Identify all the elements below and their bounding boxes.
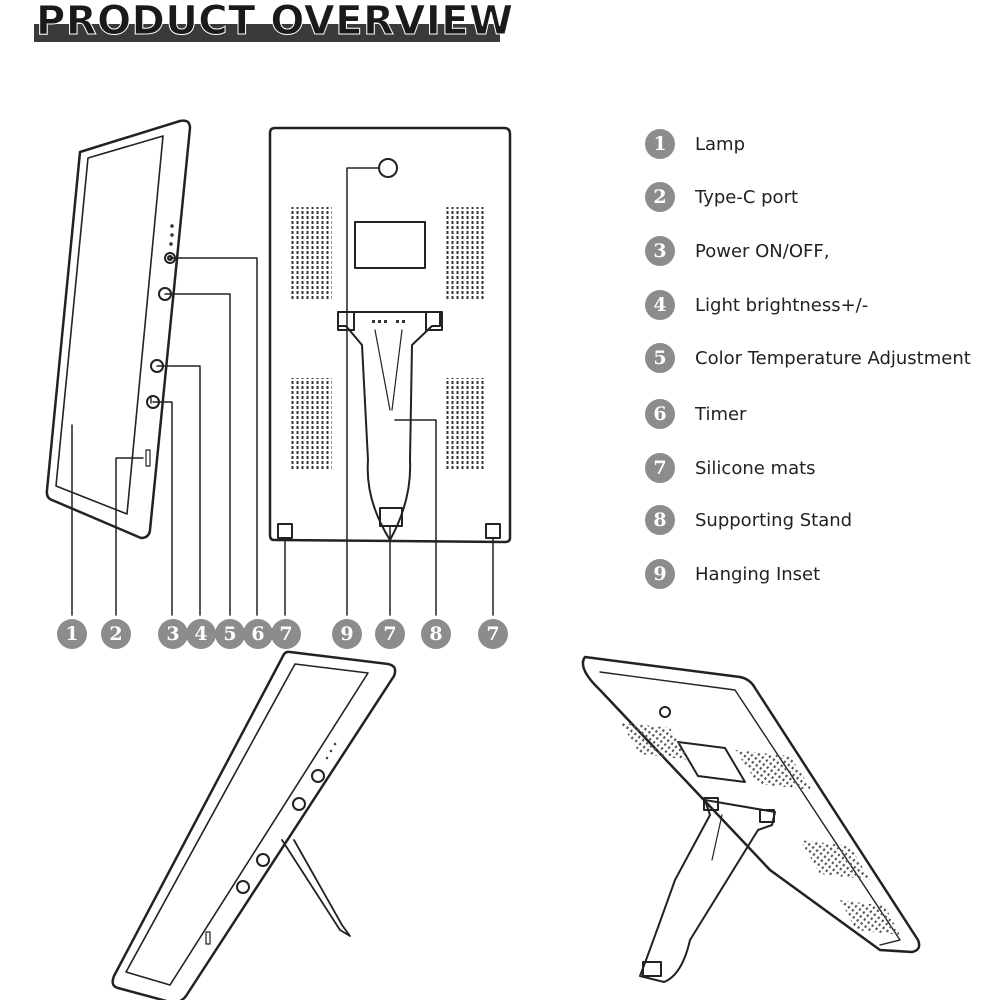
callout-badge: 5 xyxy=(215,619,245,649)
legend-label: Lamp xyxy=(695,133,746,155)
legend-label: Timer xyxy=(695,403,747,425)
callout-badge: 2 xyxy=(101,619,131,649)
legend-number-badge: 7 xyxy=(645,453,675,483)
callout-badge: 4 xyxy=(186,619,216,649)
front-side-view xyxy=(45,119,258,616)
legend-item: 3 Power ON/OFF, xyxy=(645,235,829,267)
legend-item: 7 Silicone mats xyxy=(645,452,816,484)
title-text: PRODUCT OVERVIEW xyxy=(36,0,514,45)
type-c-port-icon xyxy=(145,449,151,467)
legend-item: 4 Light brightness+/- xyxy=(645,289,868,321)
rear-perspective-view xyxy=(581,655,921,983)
supporting-stand-icon xyxy=(337,311,441,541)
legend-number-badge: 9 xyxy=(645,559,675,589)
legend-label: Supporting Stand xyxy=(695,509,853,531)
legend-number-badge: 3 xyxy=(645,236,675,266)
callout-badge: 8 xyxy=(421,619,451,649)
page-title: PRODUCT OVERVIEW xyxy=(34,0,514,46)
legend-number-badge: 6 xyxy=(645,399,675,429)
legend-item: 6 Timer xyxy=(645,398,746,430)
legend-number-badge: 4 xyxy=(645,290,675,320)
hanging-inset-icon xyxy=(378,158,398,178)
callout-badge: 6 xyxy=(243,619,273,649)
legend-number-badge: 8 xyxy=(645,505,675,535)
legend-item: 1 Lamp xyxy=(645,128,745,160)
callout-badge: 1 xyxy=(57,619,87,649)
legend-label: Color Temperature Adjustment xyxy=(695,347,971,369)
legend-number-badge: 2 xyxy=(645,182,675,212)
rear-view xyxy=(268,126,512,616)
legend-item: 9 Hanging Inset xyxy=(645,558,820,590)
front-perspective-view xyxy=(111,650,397,1000)
legend-number-badge: 5 xyxy=(645,343,675,373)
legend-number-badge: 1 xyxy=(645,129,675,159)
callout-badge: 7 xyxy=(375,619,405,649)
legend-label: Light brightness+/- xyxy=(695,294,869,316)
callout-badge: 3 xyxy=(158,619,188,649)
legend-label: Type-C port xyxy=(695,186,799,208)
legend-item: 2 Type-C port xyxy=(645,181,798,213)
callout-badge: 7 xyxy=(271,619,301,649)
title-underline-bar xyxy=(34,24,500,42)
legend-item: 5 Color Temperature Adjustment xyxy=(645,342,971,374)
callout-badge: 9 xyxy=(332,619,362,649)
legend-label: Hanging Inset xyxy=(695,563,821,585)
legend-label: Power ON/OFF, xyxy=(695,240,830,262)
legend-label: Silicone mats xyxy=(695,457,816,479)
legend-item: 8 Supporting Stand xyxy=(645,504,852,536)
callout-badge: 7 xyxy=(478,619,508,649)
